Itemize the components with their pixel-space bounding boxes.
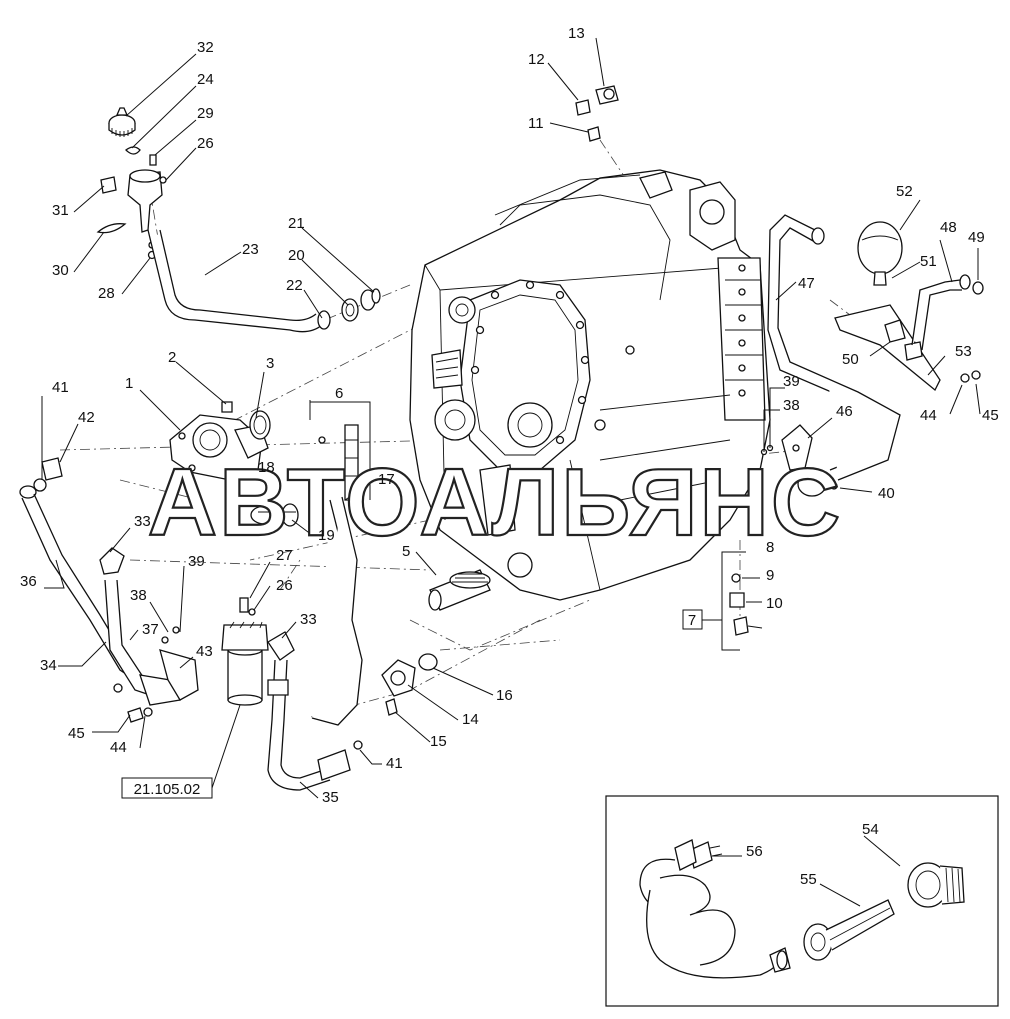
callout-40: 40 — [878, 485, 895, 502]
callout-41-bottom: 41 — [386, 755, 403, 772]
callout-38-right: 38 — [783, 397, 800, 414]
cover-bolts — [470, 280, 590, 445]
callout-6: 6 — [335, 385, 343, 402]
callout-5: 5 — [402, 543, 410, 560]
callout-54: 54 — [862, 821, 879, 838]
callout-55: 55 — [800, 871, 817, 888]
callout-39-left: 39 — [188, 553, 205, 570]
callout-13: 13 — [568, 25, 585, 42]
callout-11: 11 — [528, 115, 544, 132]
callout-26-filter: 26 — [276, 577, 293, 594]
bracket-6 — [318, 424, 359, 501]
pump-group — [169, 401, 299, 527]
callout-26-top: 26 — [197, 135, 214, 152]
callout-27: 27 — [276, 547, 293, 564]
filler-neck-group — [96, 107, 381, 333]
callout-30: 30 — [52, 262, 69, 279]
accumulator-group — [834, 221, 984, 392]
callout-49: 49 — [968, 229, 985, 246]
filter-group — [221, 597, 363, 791]
callout-22: 22 — [286, 277, 303, 294]
callout-23: 23 — [242, 241, 259, 258]
watermark-text: АВТОАЛЬЯНС — [148, 449, 842, 556]
callout-51: 51 — [920, 253, 937, 270]
callout-7: 7 — [688, 612, 696, 629]
callout-53: 53 — [955, 343, 972, 360]
callout-17: 17 — [378, 471, 395, 488]
callout-33-left: 33 — [134, 513, 151, 530]
callout-12: 12 — [528, 51, 545, 68]
callout-20: 20 — [288, 247, 305, 264]
top-fittings — [575, 85, 619, 142]
callout-8: 8 — [766, 539, 774, 556]
suction-line-17 — [311, 496, 363, 726]
transmission-housing — [409, 169, 771, 601]
callout-38-left: 38 — [130, 587, 147, 604]
callout-15: 15 — [430, 733, 447, 750]
inset-heater-box — [605, 795, 999, 1007]
callout-24: 24 — [197, 71, 214, 88]
callout-37: 37 — [142, 621, 159, 638]
callout-39-right: 39 — [783, 373, 800, 390]
bracket-46 — [760, 424, 813, 471]
reference-label-box: 21.105.02 — [121, 777, 213, 799]
callout-14: 14 — [462, 711, 479, 728]
fittings-8-9-10 — [729, 573, 749, 636]
strainer-group — [381, 569, 491, 716]
callout-42: 42 — [78, 409, 95, 426]
callout-32: 32 — [197, 39, 214, 56]
callout-50: 50 — [842, 351, 859, 368]
callout-29: 29 — [197, 105, 214, 122]
callout-47: 47 — [798, 275, 815, 292]
callout-34: 34 — [40, 657, 57, 674]
callout-45-right: 45 — [982, 407, 999, 424]
callout-box-7: 7 — [682, 609, 703, 630]
callout-3: 3 — [266, 355, 274, 372]
callout-48: 48 — [940, 219, 957, 236]
callout-43: 43 — [196, 643, 213, 660]
callout-52: 52 — [896, 183, 913, 200]
callout-1: 1 — [125, 375, 133, 392]
callout-41-left: 41 — [52, 379, 69, 396]
leader-lines — [41, 37, 981, 907]
callout-21: 21 — [288, 215, 305, 232]
callout-labels: 32 24 29 26 31 30 28 23 21 20 22 2 1 3 6… — [20, 25, 999, 888]
callout-36: 36 — [20, 573, 37, 590]
left-return-lines — [19, 457, 199, 723]
callout-45-left: 45 — [68, 725, 85, 742]
callout-9: 9 — [766, 567, 774, 584]
callout-35: 35 — [322, 789, 339, 806]
callout-56: 56 — [746, 843, 763, 860]
callout-31: 31 — [52, 202, 69, 219]
reference-label: 21.105.02 — [134, 781, 201, 798]
callout-18: 18 — [258, 459, 275, 476]
callout-46: 46 — [836, 403, 853, 420]
cooler-line-47 — [767, 214, 901, 497]
callout-10: 10 — [766, 595, 783, 612]
callout-33-filter: 33 — [300, 611, 317, 628]
callout-44-left: 44 — [110, 739, 127, 756]
callout-19: 19 — [318, 527, 335, 544]
callout-16: 16 — [496, 687, 513, 704]
callout-28: 28 — [98, 285, 115, 302]
callout-2: 2 — [168, 349, 176, 366]
callout-44-right: 44 — [920, 407, 937, 424]
